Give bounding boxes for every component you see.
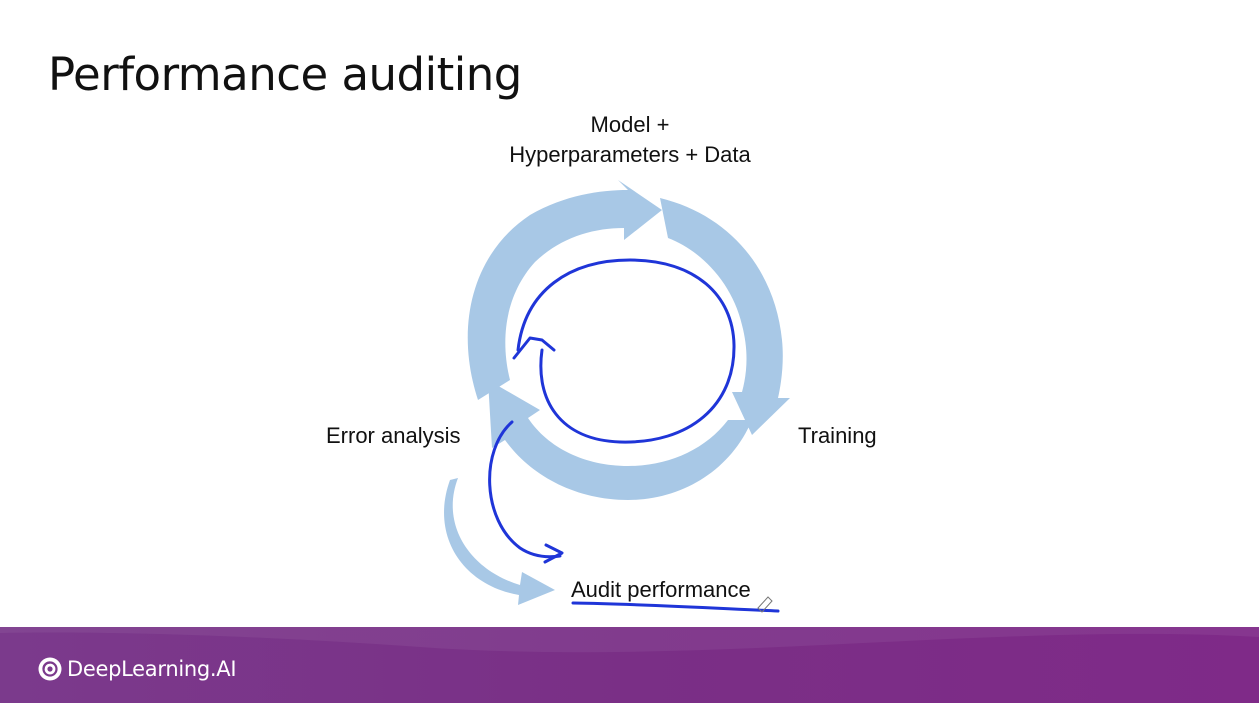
cycle-arrow-top: [467, 180, 662, 400]
deeplearning-logo-icon: [38, 657, 62, 681]
ink-underline: [571, 601, 780, 613]
ink-branch-arrowhead: [543, 543, 564, 564]
ink-loop: [516, 258, 736, 444]
footer-bar: [0, 627, 1259, 703]
brand-name: DeepLearning.AI: [67, 657, 237, 681]
label-hyperparameters-line: Hyperparameters + Data: [509, 142, 751, 167]
label-training: Training: [798, 423, 877, 448]
brand: DeepLearning.AI: [37, 656, 237, 682]
footer-wave: [0, 627, 1259, 653]
label-audit-performance: Audit performance: [571, 577, 751, 602]
cycle-arrow-right: [660, 198, 790, 435]
label-model-line: Model +: [590, 112, 670, 137]
label-model-hyperparameters-data: Model + Hyperparameters + Data: [460, 110, 800, 170]
cycle-diagram: [444, 180, 790, 613]
pen-cursor-icon: [757, 596, 773, 613]
ink-loop-arrowhead: [512, 336, 556, 360]
cycle-arrow-bottom: [488, 380, 752, 500]
slide-title: Performance auditing: [48, 48, 522, 101]
label-error-analysis: Error analysis: [326, 423, 461, 448]
audit-branch-arrow: [444, 478, 555, 605]
ink-branch-curve: [488, 420, 562, 559]
